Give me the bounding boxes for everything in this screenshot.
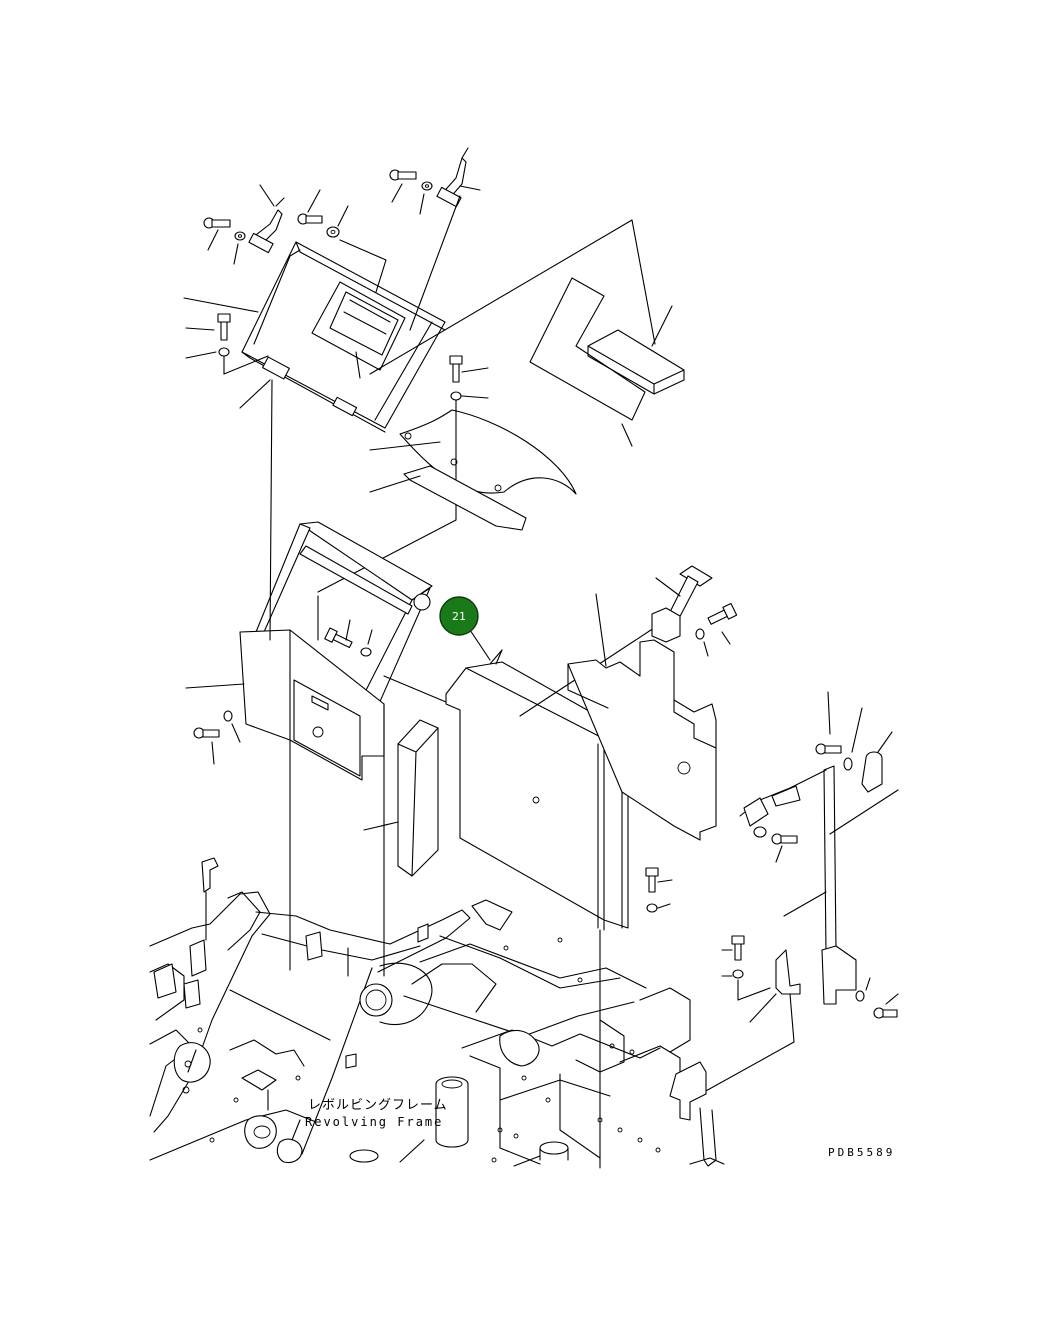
revolving-frame xyxy=(149,857,725,1167)
frame-label: レボルビングフレーム Revolving Frame xyxy=(305,1098,448,1129)
callout-21-number[interactable]: 21 xyxy=(452,610,466,623)
narrow-pad xyxy=(363,719,439,877)
bracket-strip xyxy=(317,465,527,593)
upper-cover-plate xyxy=(241,241,446,433)
lower-right-bolts xyxy=(645,867,801,1093)
frame-label-en: Revolving Frame xyxy=(305,1115,443,1129)
callout-21-marker[interactable] xyxy=(439,596,479,636)
bolt-group-top xyxy=(203,169,461,331)
upper-latch-left xyxy=(248,184,285,254)
callout-21[interactable]: 21 xyxy=(439,596,479,636)
small-bracket xyxy=(651,565,738,657)
frame-holes xyxy=(197,937,661,1163)
rod-assembly xyxy=(739,691,899,1019)
insulation-pad xyxy=(369,219,685,447)
right-notched-pad xyxy=(567,593,717,841)
upper-latch-right xyxy=(436,147,481,208)
drawing-id: PDB5589 xyxy=(828,1146,895,1159)
frame-label-jp: レボルビングフレーム xyxy=(308,1098,448,1113)
left-bolt-assembly xyxy=(183,297,271,409)
main-frame xyxy=(185,379,433,977)
